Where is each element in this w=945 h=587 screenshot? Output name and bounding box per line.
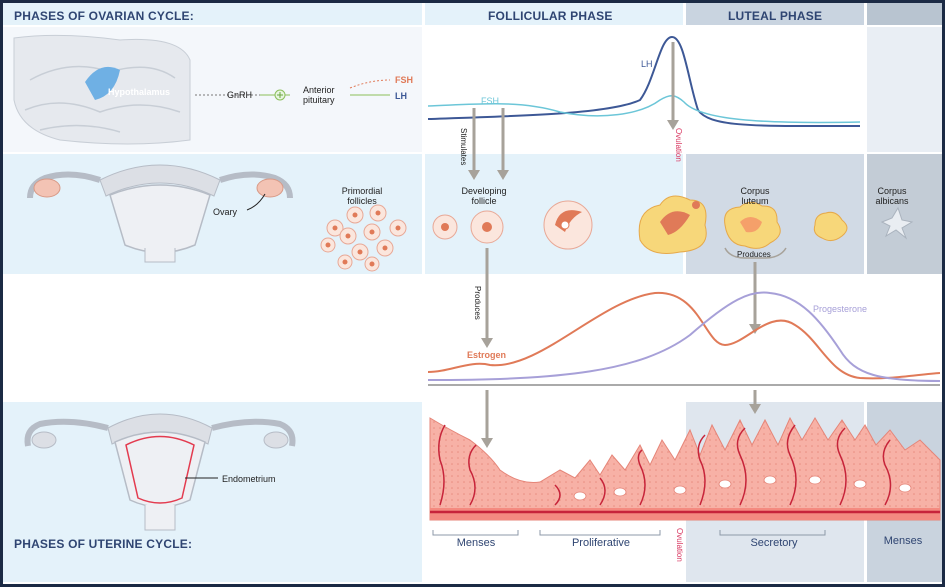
estrogen-curve: [427, 291, 941, 380]
ovary-pointer: [246, 193, 266, 211]
estrogen-label: Estrogen: [467, 350, 507, 360]
uterus-endometrium-illustration: [24, 413, 296, 531]
produces-label: Produces: [473, 286, 482, 320]
gnrh-label: GnRH: [227, 90, 253, 100]
corpus-albicans-shape: [880, 206, 914, 240]
uterine-cycle-header: PHASES OF UTERINE CYCLE:: [14, 537, 193, 551]
right-ovary-shape: [256, 178, 284, 198]
corpus-luteum-label: Corpus luteum: [740, 186, 770, 206]
ovulation-top-label: Ovulation: [674, 128, 683, 162]
hypothalamus-region: [85, 66, 120, 100]
fsh-release-arrow: [349, 79, 391, 89]
menses-phase-label: Menses: [456, 537, 496, 549]
brain-illustration: [13, 34, 191, 145]
progesterone-curve: [427, 291, 941, 382]
follicular-phase-header: FOLLICULAR PHASE: [488, 9, 613, 23]
luteum-produces-label: Produces: [737, 250, 771, 259]
fsh-curve: [427, 95, 861, 124]
header-band-follicular: [425, 3, 683, 25]
steroid-panel-bg: [425, 276, 942, 400]
primordial-follicles-label: Primordial follicles: [341, 186, 383, 206]
albicans-panel-bg: [867, 154, 942, 274]
left-ovary-shape: [33, 178, 61, 198]
secretory-phase-label: Secretory: [750, 537, 798, 549]
uterus-panel-bg: [3, 402, 422, 582]
hormone-panel-end: [867, 27, 942, 152]
progesterone-label: Progesterone: [813, 304, 868, 314]
anterior-pituitary-label: Anterior pituitary: [303, 85, 335, 105]
header-band-end: [867, 3, 942, 25]
lh-output-label: LH: [395, 91, 407, 101]
lh-curve: [427, 35, 861, 128]
uterus-ovary-illustration: [27, 164, 293, 263]
stimulates-label: Stimulates: [459, 128, 468, 166]
phase-brackets: [432, 530, 826, 536]
ovary-label: Ovary: [213, 207, 238, 217]
corpus-albicans-label: Corpus albicans: [875, 186, 909, 206]
luteal-phase-header: LUTEAL PHASE: [728, 9, 823, 23]
endometrium-label: Endometrium: [222, 474, 276, 484]
hypothalamus-label: Hypothalamus: [108, 87, 171, 97]
lh-curve-label: LH: [641, 59, 653, 69]
produces-bracket: [724, 247, 787, 259]
proliferative-phase-label: Proliferative: [571, 537, 631, 549]
developing-follicle-label: Developing follicle: [461, 186, 507, 206]
menses-end-phase-label: Menses: [883, 535, 923, 547]
ovulation-bottom-label: Ovulation: [675, 528, 684, 562]
spiral-artery: [438, 424, 446, 506]
endometrium-layer: [429, 416, 941, 521]
steroid-left-bg: [3, 276, 422, 400]
ovarian-cycle-header: PHASES OF OVARIAN CYCLE:: [14, 9, 194, 23]
fsh-output-label: FSH: [395, 75, 413, 85]
header-band-luteal: [686, 3, 864, 25]
regressing-luteum: [813, 211, 848, 242]
fsh-curve-label: FSH: [481, 96, 499, 106]
header-band-left: [3, 3, 422, 25]
